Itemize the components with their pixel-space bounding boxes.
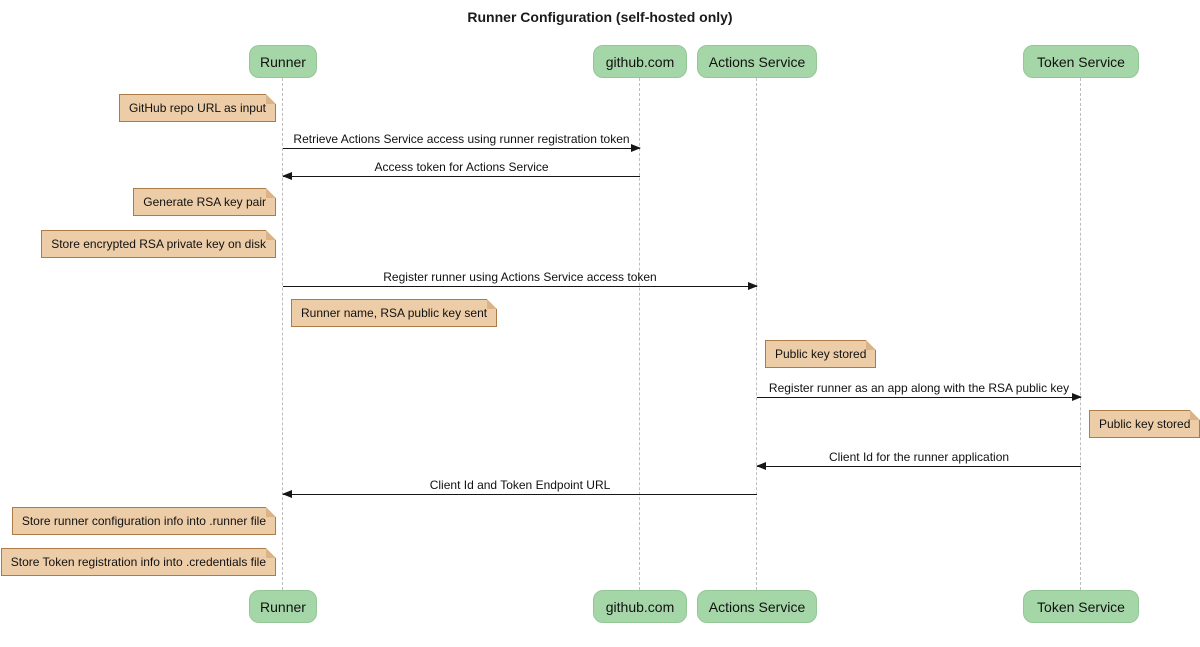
note-text: Generate RSA key pair [143, 195, 266, 209]
message: Client Id for the runner application [756, 449, 1081, 470]
lifeline-token [1080, 78, 1081, 590]
arrowhead-icon [631, 144, 641, 152]
message: Access token for Actions Service [282, 159, 640, 180]
message-label: Register runner as an app along with the… [768, 381, 1070, 395]
note-text: Public key stored [1099, 417, 1191, 431]
message-line [283, 282, 758, 290]
note: GitHub repo URL as input [119, 94, 276, 122]
lifeline-runner [282, 78, 283, 590]
message-line [283, 144, 641, 152]
note: Runner name, RSA public key sent [291, 299, 498, 327]
note: Store runner configuration info into .ru… [11, 507, 277, 535]
participant-actions-bottom: Actions Service [697, 590, 817, 623]
note: Generate RSA key pair [133, 188, 276, 216]
message-label: Access token for Actions Service [374, 160, 549, 174]
participant-github-bottom: github.com [593, 590, 687, 623]
arrowhead-icon [756, 462, 766, 470]
note: Store encrypted RSA private key on disk [41, 230, 276, 258]
message: Register runner using Actions Service ac… [283, 269, 758, 290]
lifeline-github [639, 78, 640, 590]
diagram-title: Runner Configuration (self-hosted only) [467, 9, 733, 25]
note-text: Public key stored [775, 347, 867, 361]
message-line [756, 462, 1081, 470]
note: Public key stored [765, 340, 877, 368]
note-text: GitHub repo URL as input [129, 101, 266, 115]
message-label: Register runner using Actions Service ac… [383, 270, 657, 284]
participant-runner-top: Runner [249, 45, 317, 78]
participant-runner-bottom: Runner [249, 590, 317, 623]
message-line [282, 172, 640, 180]
note-text: Store Token registration info into .cred… [10, 555, 266, 569]
note-text: Store encrypted RSA private key on disk [51, 237, 266, 251]
message-line [757, 393, 1082, 401]
participant-actions-top: Actions Service [697, 45, 817, 78]
arrowhead-icon [748, 282, 758, 290]
participant-github-top: github.com [593, 45, 687, 78]
participant-token-top: Token Service [1023, 45, 1139, 78]
message-line [282, 490, 757, 498]
message-label: Retrieve Actions Service access using ru… [293, 132, 630, 146]
participant-token-bottom: Token Service [1023, 590, 1139, 623]
message-label: Client Id and Token Endpoint URL [429, 478, 611, 492]
note-text: Runner name, RSA public key sent [301, 306, 488, 320]
arrowhead-icon [282, 490, 292, 498]
note-text: Store runner configuration info into .ru… [21, 514, 266, 528]
message: Register runner as an app along with the… [757, 380, 1082, 401]
message: Client Id and Token Endpoint URL [282, 477, 757, 498]
note: Public key stored [1089, 410, 1200, 438]
message: Retrieve Actions Service access using ru… [283, 131, 641, 152]
message-label: Client Id for the runner application [828, 450, 1010, 464]
arrowhead-icon [1072, 393, 1082, 401]
lifeline-actions [756, 78, 757, 590]
note: Store Token registration info into .cred… [0, 548, 277, 576]
arrowhead-icon [282, 172, 292, 180]
